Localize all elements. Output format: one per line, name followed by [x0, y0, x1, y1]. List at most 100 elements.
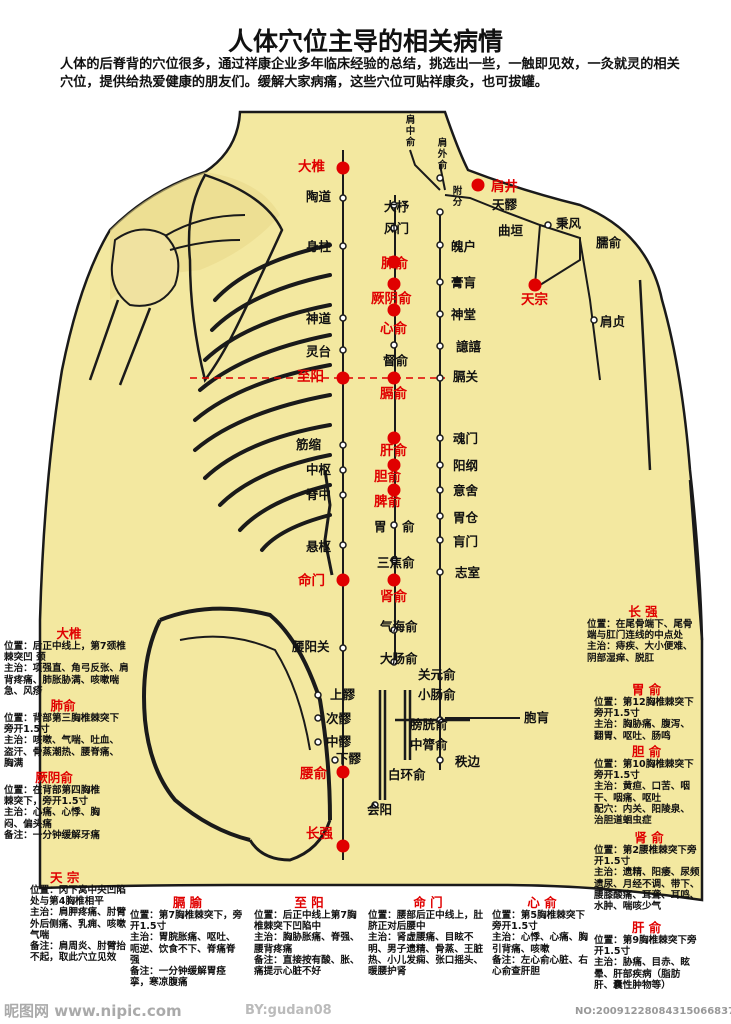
- acupoint-marker: [436, 512, 444, 520]
- acupoint-marker-red: [387, 255, 401, 269]
- point-label-yaoshu: 腰俞: [300, 766, 327, 782]
- point-label-yaoyangguan: 腰阳关: [292, 639, 330, 654]
- acupoint-marker: [371, 801, 379, 809]
- point-label-ganshu: 肝俞: [380, 443, 407, 459]
- point-label-zhonglushu: 中膂俞: [410, 737, 448, 752]
- info-title-jueyinshu: 厥阴俞: [35, 770, 73, 785]
- point-label-tianliao: 天髎: [492, 197, 518, 212]
- point-label-sanjiaoshu: 三焦俞: [377, 555, 415, 570]
- info-box-jueyinshu: 厥阴俞 位置：在背部第四胸椎棘突下，旁开1.5寸 主治：心痛、心悸、胸闷、偏头痛…: [4, 770, 104, 841]
- info-title-mingmen: 命 门: [413, 895, 443, 910]
- point-label-baihuanshu: 白环俞: [388, 767, 426, 782]
- info-title-changqiang: 长 强: [628, 604, 658, 619]
- info-line: 主治：痔疾、大小便难、阴部湿痒、脱肛: [587, 641, 693, 664]
- point-label-yixi: 譩譆: [456, 339, 482, 354]
- acupoint-marker: [544, 221, 552, 229]
- spine-segments: [323, 469, 334, 576]
- acupoint-marker: [339, 346, 347, 354]
- acupoint-marker-red: [387, 431, 401, 445]
- point-label-feishu: 肺俞: [381, 256, 408, 272]
- point-label-jinsuo: 筋缩: [296, 437, 322, 452]
- acupoint-marker: [390, 658, 398, 666]
- acupoint-marker: [339, 194, 347, 202]
- info-title-danshu: 胆 俞: [631, 744, 662, 759]
- acupoint-marker: [390, 626, 398, 634]
- info-box-tianzong: 天 宗 位置：冈下窝中央凹陷处与第4胸椎相平 主治：肩胛疼痛、肘臂外后侧痛、乳痈…: [30, 870, 130, 963]
- info-title-ganshu: 肝 俞: [631, 920, 662, 935]
- point-label-weishu-b: 俞: [402, 519, 415, 534]
- info-line: 主治：肩胛疼痛、肘臂外后侧痛、乳痈、咳嗽气喘: [30, 907, 126, 941]
- point-label-xuanshu: 悬枢: [306, 539, 332, 554]
- acupoint-marker: [314, 714, 322, 722]
- acupoint-marker: [339, 491, 347, 499]
- acupoint-marker: [436, 536, 444, 544]
- info-title-tianzong: 天 宗: [50, 870, 80, 885]
- info-line: 主治：肾虚腰痛、目眩不明、男子遗精、骨蒸、王脏热、小儿发痫、张口摇头、暖腰护肾: [368, 932, 484, 978]
- point-label-mingmen: 命门: [298, 573, 325, 589]
- point-label-fufen: 附分: [452, 186, 463, 208]
- acupoint-marker: [436, 278, 444, 286]
- point-label-shangliao: 上髎: [330, 687, 356, 702]
- hip-joint: [248, 819, 332, 862]
- torso-silhouette: [38, 110, 704, 902]
- left-humerus-head: [110, 228, 180, 307]
- info-box-dazhui: 大椎 位置：后正中线上，第7颈椎棘突凹 颈 主治：项强直、角弓反张、肩背疼痛、肺…: [4, 626, 134, 697]
- info-box-mingmen: 命 门 位置：腰部后正中线上，肚脐正对后腰中 主治：肾虚腰痛、目眩不明、男子遗精…: [368, 895, 488, 977]
- rib: [198, 333, 332, 392]
- point-label-danshu: 胆俞: [374, 469, 401, 485]
- point-label-quyuan: 曲垣: [498, 223, 524, 238]
- acupoint-marker-red: [387, 483, 401, 497]
- info-line: 主治：胸胁痛、腹泻、翻胃、呕吐、肠鸣: [594, 719, 690, 742]
- acupoint-marker: [390, 201, 398, 209]
- right-arm-outline: [638, 279, 704, 641]
- acupoint-marker-red: [336, 161, 350, 175]
- point-label-zhibian: 秩边: [455, 754, 481, 769]
- info-line: 配穴：内关、阳陵泉、治胆道蛔虫症: [594, 803, 690, 827]
- point-label-shentang: 神堂: [451, 307, 477, 322]
- acupoint-marker: [436, 434, 444, 442]
- point-label-zhiyang: 至阳: [297, 369, 324, 385]
- point-label-bingfeng: 秉风: [556, 216, 582, 231]
- info-line: 位置：第9胸椎棘突下旁开1.5寸: [594, 935, 697, 958]
- acupoint-marker: [436, 756, 444, 764]
- rib: [203, 303, 332, 362]
- point-label-qihaishu: 气海俞: [380, 619, 418, 634]
- info-line: 位置：第12胸椎棘突下旁开1.5寸: [594, 697, 694, 720]
- acupoint-marker-red: [387, 303, 401, 317]
- info-line: 位置：背部第三胸椎棘突下旁开1.5寸: [4, 713, 120, 736]
- info-line: 备注：左心俞心脏、右心俞查肝胆: [492, 954, 588, 978]
- acupoint-marker: [339, 242, 347, 250]
- point-label-weicang: 胃仓: [453, 510, 479, 525]
- point-label-gaohuang: 膏肓: [451, 275, 477, 290]
- info-title-geshu: 膈 腧: [172, 895, 203, 910]
- point-label-tianzong: 天宗: [521, 292, 548, 308]
- info-line: 位置：后正中线上第7胸椎棘突下凹陷中: [254, 910, 357, 933]
- acupoint-marker: [436, 342, 444, 350]
- point-label-jianzhen: 肩贞: [600, 314, 626, 329]
- info-box-zhiyang: 至 阳 位置：后正中线上第7胸椎棘突下凹陷中 主治：胸胁胀痛、脊强、腰背疼痛 备…: [254, 895, 364, 977]
- info-line: 主治：遗精、阳痿、尿频遗尿、月经不调、带下、腰膝酸痛、耳聋、耳鸣、水肿、喘咳少气: [594, 867, 700, 913]
- rib: [238, 483, 332, 532]
- page-title: 人体穴位主导的相关病情: [227, 27, 503, 56]
- info-line: 主治：胸胁胀痛、脊强、腰背疼痛: [254, 932, 360, 955]
- point-label-taodao: 陶道: [306, 189, 332, 204]
- acupoint-marker-red: [336, 573, 350, 587]
- info-title-shenshu: 肾 俞: [634, 830, 664, 845]
- info-box-ganshu: 肝 俞 位置：第9胸椎棘突下旁开1.5寸 主治：胁痛、目赤、眩晕、肝部疾病（脂肪…: [594, 920, 699, 991]
- info-line: 位置：腰部后正中线上，肚脐正对后腰中: [368, 910, 484, 933]
- point-label-jianjing: 肩井: [491, 179, 518, 195]
- info-line: 主治：心痛、心悸、胸闷、偏头痛: [4, 807, 100, 830]
- acupoint-marker: [590, 316, 598, 324]
- acupoint-marker: [339, 644, 347, 652]
- acupoint-marker-red: [471, 178, 485, 192]
- left-shoulder-bone-detail: [164, 214, 246, 251]
- info-line: 备注：直接按有酸、胀、痛提示心脏不好: [254, 954, 360, 978]
- info-box-changqiang: 长 强 位置：在尾骨端下、尾骨端与肛门连线的中点处 主治：痔疾、大小便难、阴部湿…: [587, 604, 699, 664]
- point-label-lingtai: 灵台: [306, 344, 332, 359]
- info-line: 主治：心悸、心痛、胸引背痛、咳嗽: [492, 932, 588, 955]
- acupoint-marker: [390, 556, 398, 564]
- info-box-weishu: 胃 俞 位置：第12胸椎棘突下旁开1.5寸 主治：胸胁痛、腹泻、翻胃、呕吐、肠鸣: [594, 682, 699, 742]
- acupoint-marker-red: [336, 839, 350, 853]
- info-box-xinshu: 心 俞 位置：第5胸椎棘突下旁开1.5寸 主治：心悸、心痛、胸引背痛、咳嗽 备注…: [492, 895, 592, 977]
- acupoint-marker: [436, 486, 444, 494]
